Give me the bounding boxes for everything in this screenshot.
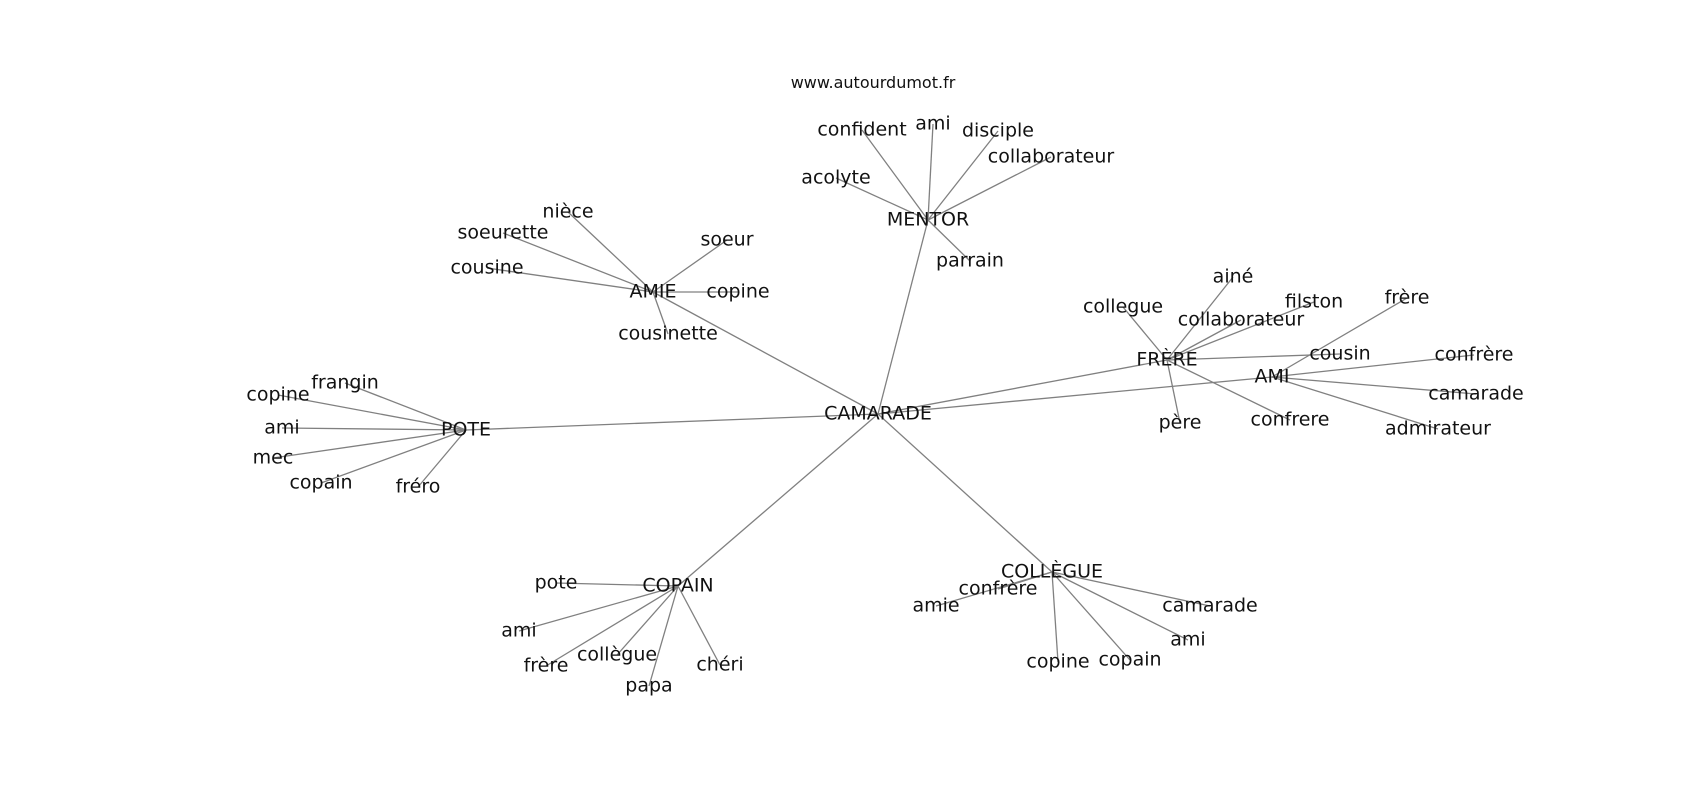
node-word-copain-collegue: collègue bbox=[577, 644, 657, 666]
node-word-mentor-ami: ami bbox=[915, 113, 950, 135]
edge-amie-cousine bbox=[486, 267, 654, 293]
edge-amie-niece bbox=[567, 211, 654, 293]
edge-copain-cheri bbox=[677, 585, 721, 666]
node-word-pote-mec: mec bbox=[253, 447, 294, 469]
edge-root-ami bbox=[877, 376, 1273, 415]
node-word-collegue-ami: ami bbox=[1170, 629, 1205, 651]
edge-root-frere bbox=[877, 359, 1168, 415]
edge-root-collegue bbox=[877, 413, 1053, 573]
edge-copain-ami bbox=[518, 585, 679, 632]
node-hub-collegue: COLLÈGUE bbox=[1001, 560, 1103, 583]
node-word-frere-cousin: cousin bbox=[1309, 343, 1370, 365]
node-word-mentor-parrain: parrain bbox=[936, 250, 1004, 272]
node-word-frere-collaborateur: collaborateur bbox=[1178, 309, 1305, 331]
node-word-amie-niece: nièce bbox=[542, 201, 593, 223]
graph-labels: www.autourdumot.fr CAMARADE MENTOR confide… bbox=[246, 73, 1523, 697]
edge-root-amie bbox=[652, 291, 879, 415]
edge-ami-confrere bbox=[1271, 354, 1475, 378]
node-word-copain-pote: pote bbox=[535, 572, 578, 594]
node-word-mentor-confident: confident bbox=[817, 119, 906, 141]
edge-pote-copine bbox=[277, 394, 467, 431]
node-hub-frere: FRÈRE bbox=[1136, 348, 1197, 371]
node-word-copain-papa: papa bbox=[625, 675, 672, 697]
edge-frere-pere bbox=[1166, 359, 1181, 424]
edge-copain-collegue bbox=[616, 585, 679, 656]
node-hub-copain: COPAIN bbox=[642, 575, 713, 597]
edge-ami-camarade bbox=[1271, 376, 1477, 395]
node-word-pote-frero: fréro bbox=[396, 476, 441, 498]
edge-frere-aine bbox=[1166, 276, 1234, 361]
edge-collegue-amie bbox=[935, 571, 1053, 607]
edge-collegue-ami bbox=[1051, 571, 1189, 641]
node-word-ami-admirateur: admirateur bbox=[1385, 418, 1491, 440]
node-word-amie-copine: copine bbox=[706, 281, 769, 303]
edge-ami-admirateur bbox=[1271, 376, 1439, 430]
edge-copain-papa bbox=[648, 585, 679, 687]
node-word-ami-confrere: confrère bbox=[1435, 344, 1514, 366]
node-word-collegue-camarade: camarade bbox=[1162, 595, 1257, 617]
node-word-amie-soeur: soeur bbox=[700, 229, 753, 251]
edge-pote-frangin bbox=[344, 382, 467, 431]
edge-pote-ami bbox=[281, 427, 467, 431]
node-word-collegue-confrere: confrère bbox=[959, 578, 1038, 600]
edge-pote-mec bbox=[272, 429, 467, 459]
edge-mentor-collaborateur bbox=[927, 156, 1052, 221]
node-word-frere-confrere: confrere bbox=[1251, 409, 1330, 431]
edge-copain-pote bbox=[555, 582, 679, 587]
node-word-frere-collegue: collegue bbox=[1083, 296, 1163, 318]
node-word-frere-filston: filston bbox=[1285, 291, 1343, 313]
node-word-collegue-amie: amie bbox=[912, 595, 959, 617]
edge-collegue-copain bbox=[1051, 571, 1131, 661]
node-word-pote-ami: ami bbox=[264, 417, 299, 439]
edge-frere-confrere bbox=[1166, 359, 1291, 421]
node-word-amie-cousine: cousine bbox=[450, 257, 523, 279]
edge-copain-frere bbox=[545, 585, 679, 667]
edge-ami-frere bbox=[1271, 297, 1408, 378]
node-root-camarade: CAMARADE bbox=[824, 403, 932, 425]
node-word-amie-cousinette: cousinette bbox=[618, 323, 718, 345]
node-word-copain-cheri: chéri bbox=[696, 654, 743, 676]
edge-collegue-camarade bbox=[1051, 571, 1211, 607]
node-hub-ami: AMI bbox=[1255, 366, 1290, 388]
edge-mentor-confident bbox=[861, 129, 929, 221]
node-word-pote-copine: copine bbox=[246, 384, 309, 406]
node-word-mentor-acolyte: acolyte bbox=[801, 167, 870, 189]
node-hub-amie: AMIE bbox=[630, 281, 677, 303]
node-word-ami-camarade: camarade bbox=[1428, 383, 1523, 405]
node-word-amie-soeurette: soeurette bbox=[458, 222, 549, 244]
edge-mentor-acolyte bbox=[835, 177, 929, 221]
edge-mentor-disciple bbox=[927, 130, 999, 221]
node-word-pote-frangin: frangin bbox=[311, 372, 379, 394]
node-word-frere-pere: père bbox=[1159, 412, 1202, 434]
edge-frere-collegue bbox=[1122, 306, 1168, 361]
edge-mentor-ami bbox=[927, 123, 934, 221]
edge-frere-cousin bbox=[1166, 353, 1341, 361]
node-word-frere-aine: ainé bbox=[1213, 266, 1254, 288]
edge-amie-soeurette bbox=[502, 232, 654, 293]
graph-edges bbox=[272, 123, 1477, 687]
node-word-copain-ami: ami bbox=[501, 620, 536, 642]
node-word-mentor-disciple: disciple bbox=[962, 120, 1034, 142]
node-word-ami-frere: frère bbox=[1385, 287, 1430, 309]
node-word-pote-copain: copain bbox=[289, 472, 352, 494]
site-credit: www.autourdumot.fr bbox=[791, 73, 956, 92]
node-hub-mentor: MENTOR bbox=[887, 209, 969, 231]
edge-frere-filston bbox=[1166, 301, 1315, 361]
node-word-collegue-copine: copine bbox=[1026, 651, 1089, 673]
node-word-copain-frere: frère bbox=[524, 655, 569, 677]
edge-mentor-parrain bbox=[927, 219, 971, 262]
edge-root-copain bbox=[677, 413, 879, 587]
node-word-mentor-collaborateur: collaborateur bbox=[988, 146, 1115, 168]
edge-frere-collaborateur bbox=[1166, 319, 1242, 361]
edge-root-pote bbox=[465, 413, 879, 431]
edge-pote-frero bbox=[417, 429, 467, 488]
node-word-collegue-copain: copain bbox=[1098, 649, 1161, 671]
edge-root-mentor bbox=[877, 219, 929, 415]
edge-collegue-copine bbox=[1051, 571, 1059, 663]
edge-amie-cousinette bbox=[652, 291, 669, 335]
edge-pote-copain bbox=[320, 429, 467, 484]
edge-amie-soeur bbox=[652, 239, 728, 293]
node-hub-pote: POTE bbox=[441, 419, 491, 441]
